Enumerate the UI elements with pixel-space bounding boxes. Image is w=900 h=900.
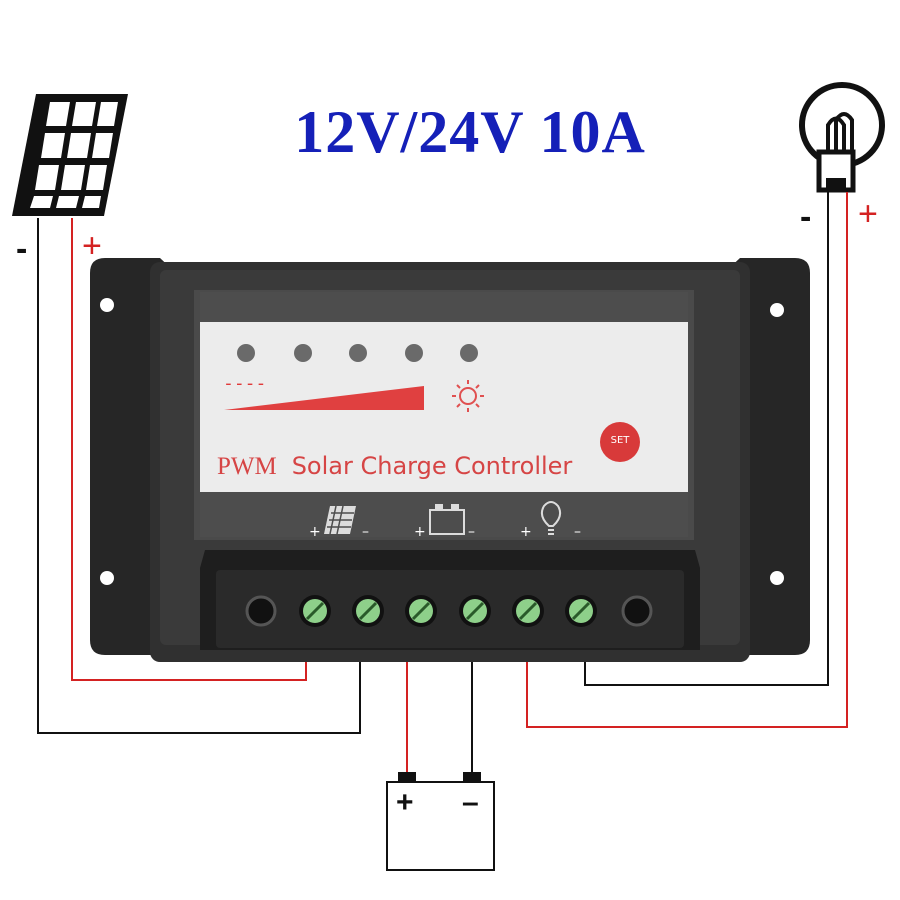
wire-load-positive [526, 192, 848, 728]
wire-load-negative [584, 192, 829, 686]
terminal-block [200, 550, 700, 650]
product-label: PWM Solar Charge Controller [217, 452, 572, 481]
indicator-dashes: ---- [223, 373, 267, 394]
light-bulb-icon [799, 82, 885, 193]
load-terminal-minus: – [574, 524, 581, 540]
set-button[interactable] [600, 422, 640, 462]
terminal-screws [299, 595, 597, 627]
controller-name-label: Solar Charge Controller [291, 452, 573, 480]
battery-terminal-plus: + [414, 524, 426, 540]
battery-plus-label: + [396, 786, 414, 819]
battery-icon [386, 772, 495, 871]
wires [37, 192, 848, 778]
wire-solar-positive [71, 218, 307, 681]
wire-solar-negative [37, 218, 361, 734]
battery-minus-label: – [462, 786, 479, 819]
charge-controller [90, 258, 810, 662]
battery-terminal-minus: – [468, 524, 475, 540]
status-leds [237, 344, 478, 362]
solar-plus-label: + [82, 227, 102, 265]
spec-title: 12V/24V 10A [294, 99, 646, 165]
lamp-plus-label: + [858, 195, 878, 233]
terminal-battery-icon [429, 504, 465, 535]
solar-terminal-minus: – [362, 524, 369, 540]
set-button-label[interactable]: SET [610, 435, 630, 446]
load-terminal-plus: + [520, 524, 532, 540]
solar-panel-icon [12, 94, 128, 216]
solar-terminal-plus: + [309, 524, 321, 540]
terminal-bulb-icon [540, 501, 562, 535]
solar-minus-label: - [16, 230, 28, 268]
charge-level-bar [224, 386, 424, 410]
lamp-minus-label: - [800, 198, 812, 236]
pwm-label: PWM [217, 453, 277, 480]
sun-icon [452, 380, 484, 412]
